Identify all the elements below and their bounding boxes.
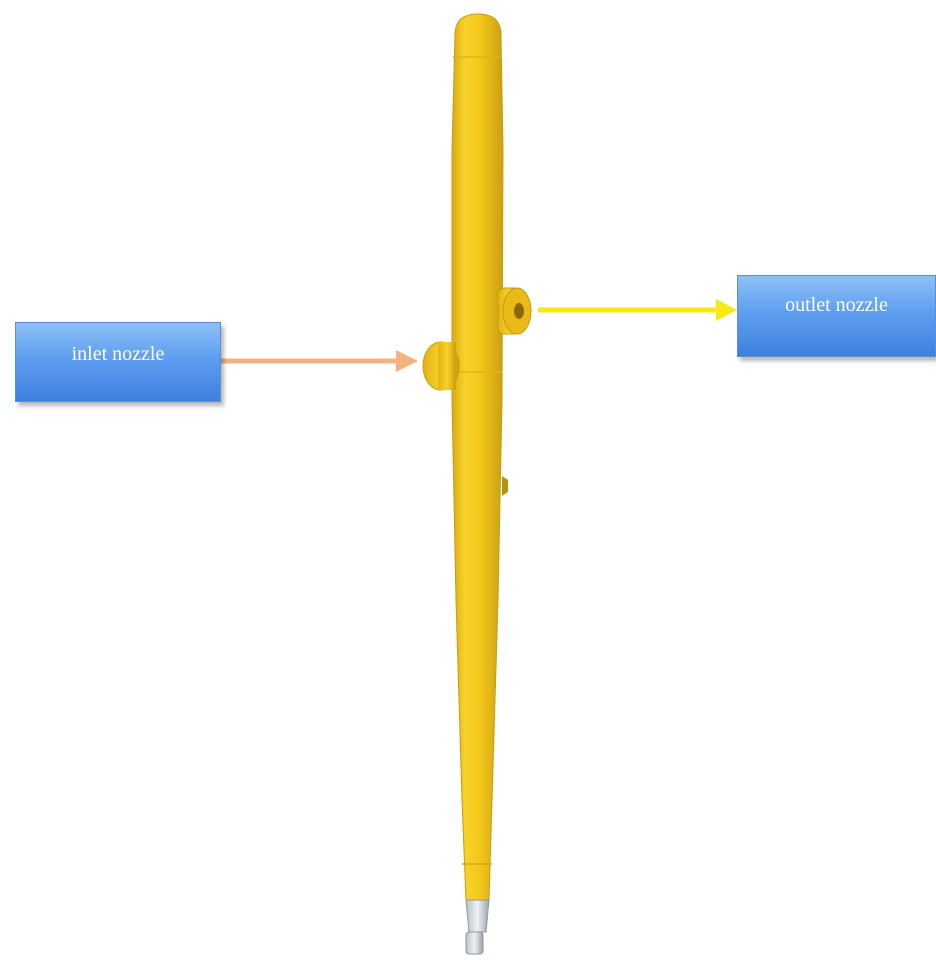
apex-tip <box>465 899 490 955</box>
inlet-nozzle-label: inlet nozzle <box>15 322 221 402</box>
outlet-nozzle-label: outlet nozzle <box>737 275 936 357</box>
inlet-nozzle-label-text: inlet nozzle <box>71 342 165 365</box>
cyclone-body <box>451 13 508 901</box>
outlet-nozzle-label-text: outlet nozzle <box>785 293 888 316</box>
inlet-arrow <box>221 350 418 372</box>
inlet-nozzle <box>422 341 460 391</box>
outlet-arrow <box>538 299 737 321</box>
outlet-nozzle <box>497 287 532 335</box>
